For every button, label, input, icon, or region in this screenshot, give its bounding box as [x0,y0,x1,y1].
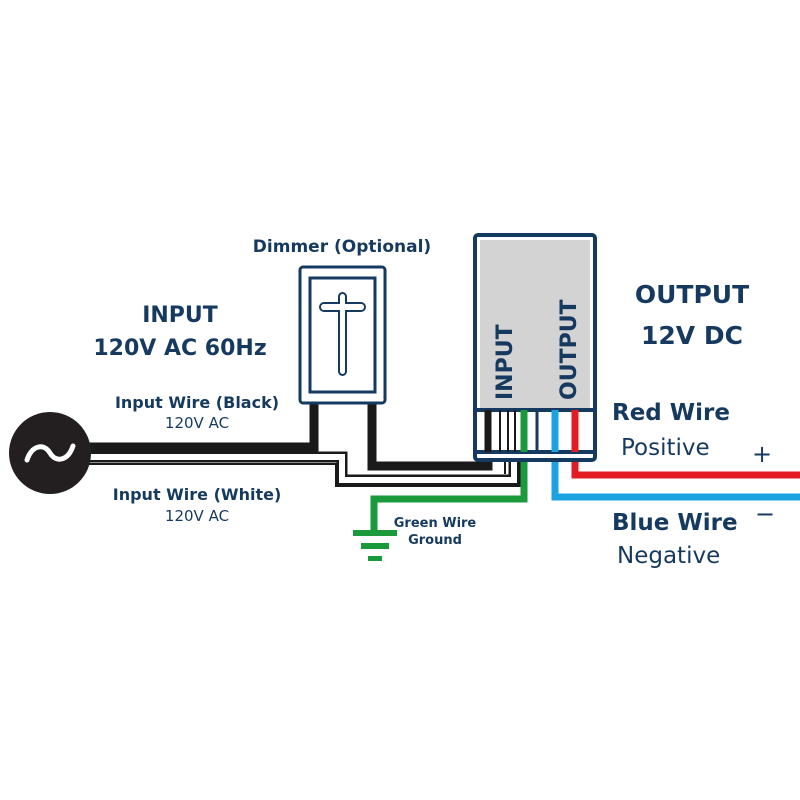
driver-input-label: INPUT [493,324,518,400]
input-wire-black-label: Input Wire (Black) [115,393,279,412]
red-wire-label: Red Wire [612,400,730,426]
input-wire-white-sublabel: 120V AC [165,507,229,525]
dimmer-switch [298,265,387,405]
input-wire-white-label: Input Wire (White) [113,485,282,504]
red-wire-sublabel: Positive [621,435,710,461]
black-wire-dimmer-to-driver [367,403,493,471]
blue-wire-sign: − [755,500,775,528]
green-wire-sublabel: Ground [408,533,462,548]
green-wire-label: Green Wire [394,516,477,531]
dimmer-label: Dimmer (Optional) [253,237,431,257]
led-driver: INPUT OUTPUT [473,233,597,462]
input-heading-line1: INPUT [142,303,218,328]
output-heading-line1: OUTPUT [635,280,749,309]
input-heading-line2: 120V AC 60Hz [93,336,266,361]
output-heading-line2: 12V DC [641,321,743,350]
ac-source [9,412,91,494]
dimmer-slider-track [338,292,347,376]
input-wire-black-sublabel: 120V AC [165,414,229,432]
driver-output-label: OUTPUT [557,299,582,400]
blue-wire-sublabel: Negative [617,543,720,569]
ground-icon [353,530,397,561]
red-wire-sign: + [752,440,772,468]
blue-wire-label: Blue Wire [612,510,738,536]
black-wire-source-to-dimmer [80,403,319,452]
ac-source-icon [24,443,76,463]
